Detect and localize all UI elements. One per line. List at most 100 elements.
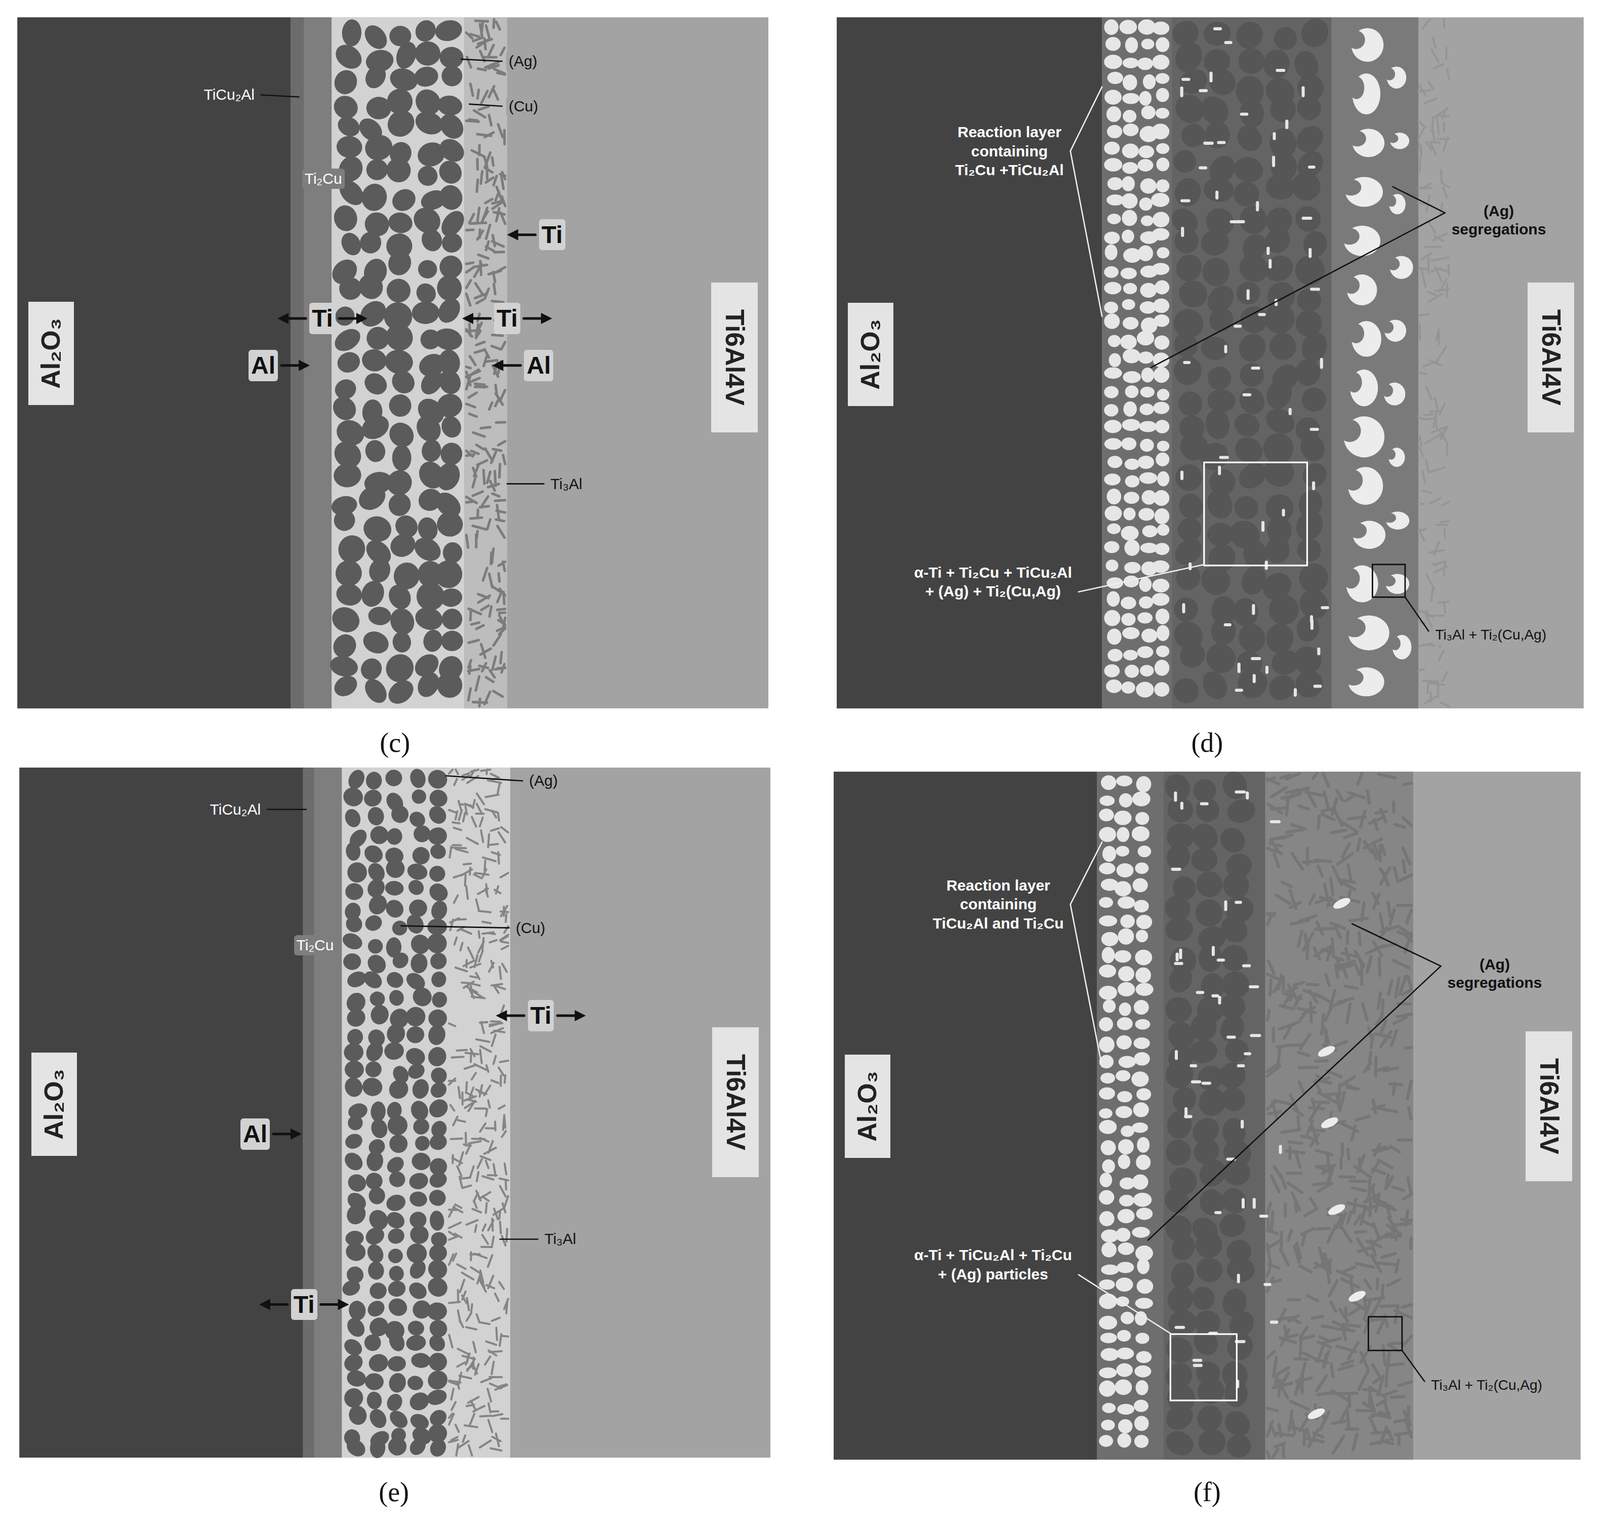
- grain: [1186, 1037, 1220, 1066]
- grain: [382, 104, 420, 143]
- needle: [485, 25, 490, 39]
- reaction-particle: [1121, 525, 1139, 541]
- needle: [495, 384, 497, 395]
- reaction-particle: [1136, 1350, 1153, 1363]
- needle: [472, 1208, 481, 1213]
- grain: [342, 912, 366, 935]
- needle: [1267, 1215, 1269, 1232]
- grain: [346, 861, 368, 884]
- needle: [457, 1348, 470, 1355]
- reaction-particle: [1139, 577, 1153, 592]
- reaction-particle: [1099, 1210, 1115, 1226]
- needle: [466, 1297, 469, 1310]
- needle: [487, 834, 489, 848]
- grain: [360, 1075, 385, 1098]
- grain: [365, 891, 390, 918]
- ag-segregation-notch: [1381, 320, 1394, 334]
- grain: [426, 862, 448, 885]
- needle: [506, 1301, 508, 1314]
- needle: [1399, 1381, 1412, 1385]
- reaction-particle: [1103, 385, 1119, 398]
- grain: [442, 541, 463, 564]
- needle: [1419, 324, 1421, 340]
- needle: [490, 1409, 499, 1413]
- needle: [1316, 921, 1323, 934]
- needle: [491, 345, 501, 350]
- needle: [478, 950, 483, 962]
- needle: [1281, 976, 1285, 991]
- needle: [478, 910, 491, 912]
- needle: [1443, 527, 1447, 539]
- reaction-particle: [1098, 896, 1114, 908]
- needle: [448, 1231, 457, 1237]
- needle: [474, 1253, 487, 1258]
- reaction-particle: [1098, 915, 1118, 927]
- needle: [468, 639, 479, 643]
- needle: [497, 592, 502, 602]
- needle: [485, 359, 498, 362]
- grain: [369, 1437, 387, 1459]
- needle: [492, 1413, 503, 1416]
- grain: [404, 1333, 428, 1352]
- needle: [1418, 502, 1424, 505]
- needle: [1300, 1326, 1308, 1337]
- needle: [463, 1144, 471, 1146]
- grain: [345, 882, 364, 900]
- needle: [489, 552, 493, 564]
- needle: [1325, 1030, 1327, 1047]
- needle: [466, 329, 472, 337]
- reaction-particle: [1157, 388, 1170, 401]
- needle: [1441, 269, 1450, 272]
- reaction-particle: [1121, 176, 1135, 192]
- grain: [1230, 408, 1264, 441]
- needle: [500, 1185, 506, 1197]
- needle: [1443, 562, 1446, 576]
- needle: [476, 625, 484, 629]
- ag-particle: [1285, 120, 1289, 128]
- grain: [1202, 20, 1233, 48]
- grain: [385, 1225, 407, 1246]
- needle: [491, 1218, 493, 1231]
- grain: [1174, 387, 1207, 420]
- needle: [1307, 983, 1319, 985]
- reaction-particle: [1116, 775, 1133, 787]
- reaction-particle: [1156, 157, 1170, 172]
- needle: [1271, 1175, 1280, 1192]
- grain: [329, 505, 360, 536]
- grain: [1160, 1054, 1200, 1094]
- ag-particle: [1218, 140, 1224, 144]
- needle: [478, 254, 489, 259]
- reaction-particle: [1153, 401, 1170, 415]
- grain: [1215, 822, 1251, 858]
- grain: [1188, 1324, 1223, 1360]
- grain: [384, 1021, 408, 1046]
- grain: [403, 911, 427, 937]
- needle: [1347, 1211, 1351, 1223]
- needle: [1272, 1028, 1276, 1042]
- grain: [365, 771, 383, 791]
- grain: [345, 766, 368, 792]
- needle: [462, 1434, 466, 1442]
- needle: [466, 228, 474, 232]
- needle: [500, 872, 509, 878]
- needle: [487, 932, 496, 934]
- needle: [1267, 1265, 1271, 1276]
- reaction-particle: [1122, 418, 1141, 431]
- ag-particle: [1322, 605, 1328, 609]
- phase-layer: [314, 767, 342, 1458]
- needle: [466, 535, 468, 548]
- needle: [479, 665, 488, 668]
- needle: [494, 1208, 498, 1219]
- grain: [365, 555, 394, 586]
- grain: [384, 1390, 405, 1413]
- needle: [485, 677, 494, 682]
- needle: [1286, 773, 1299, 779]
- ag-particle: [1259, 312, 1264, 316]
- needle: [451, 1401, 456, 1410]
- grain: [425, 802, 450, 827]
- grain: [1173, 355, 1202, 386]
- reaction-particle: [1106, 106, 1122, 122]
- grain: [1176, 277, 1210, 310]
- grain: [343, 1435, 369, 1460]
- reaction-particle: [1133, 1399, 1149, 1412]
